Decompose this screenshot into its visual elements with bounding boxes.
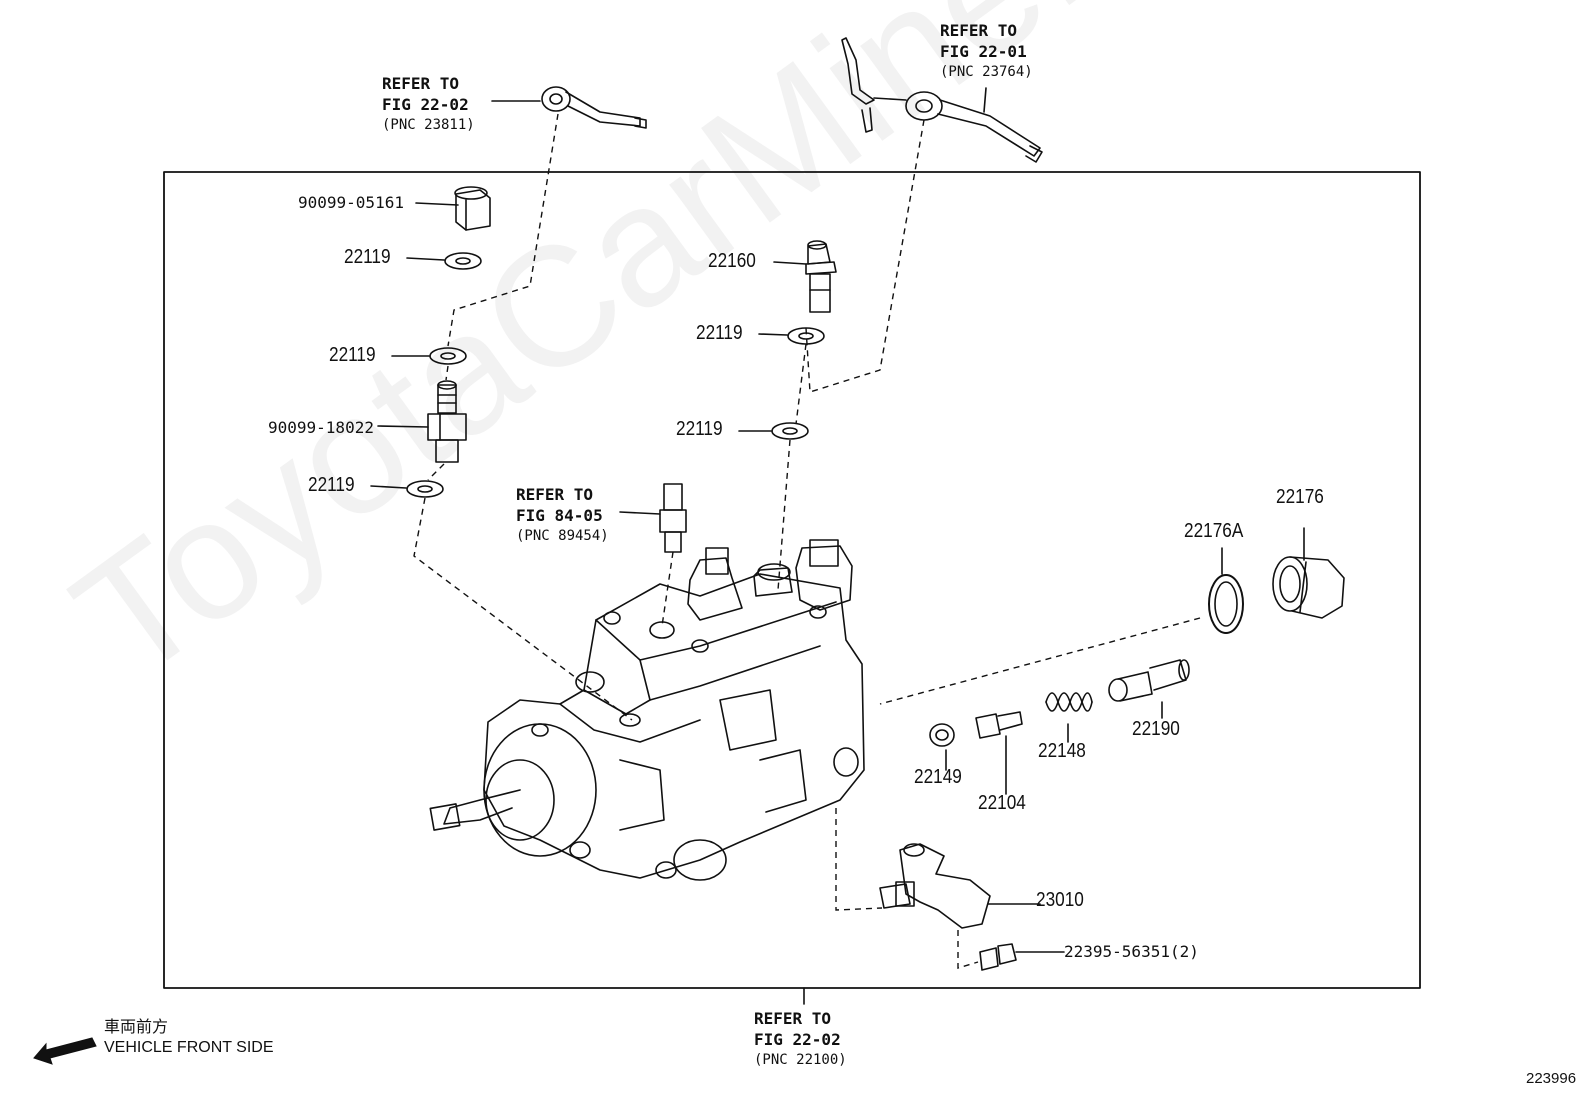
gasket-22119-b (391, 347, 467, 365)
part-label-22148[interactable]: 22148 (1038, 740, 1086, 762)
cap-nut (415, 186, 491, 231)
injection-pump-body (429, 539, 865, 881)
gasket-22119-d (758, 327, 825, 345)
ref-fig-84-05: REFER TO FIG 84-05 (PNC 89454) (516, 484, 609, 547)
part-label-23010[interactable]: 23010 (1036, 889, 1084, 911)
sleeve-22149 (929, 723, 955, 771)
piston-22104 (975, 711, 1023, 795)
part-label-22149[interactable]: 22149 (914, 766, 962, 788)
banjo-pipe-left (491, 86, 647, 129)
part-label-22176[interactable]: 22176 (1276, 486, 1324, 508)
part-label-22119-e[interactable]: 22119 (676, 418, 723, 440)
part-label-22119-c[interactable]: 22119 (308, 474, 355, 496)
ref-line-2: FIG 84-05 (516, 506, 603, 525)
ref-line-3: (PNC 23764) (940, 64, 1033, 80)
part-label-22104[interactable]: 22104 (978, 792, 1026, 814)
plug-22176 (1272, 527, 1345, 619)
gasket-22119-c (370, 480, 444, 498)
ref-fig-22-01: REFER TO FIG 22-01 (PNC 23764) (940, 20, 1033, 83)
valve-22190 (1108, 659, 1190, 719)
ref-line-2: FIG 22-02 (754, 1030, 841, 1049)
gasket-22176A (1208, 547, 1244, 634)
ref-line-1: REFER TO (516, 485, 594, 504)
ref-line-3: (PNC 23811) (382, 117, 475, 133)
ref-line-1: REFER TO (940, 21, 1018, 40)
ref-line-1: REFER TO (382, 74, 460, 93)
hollow-bolt-22160 (773, 240, 837, 313)
ref-line-3: (PNC 22100) (754, 1052, 847, 1068)
part-label-22395-56351[interactable]: 22395-56351(2) (1064, 942, 1199, 961)
timing-actuator-23010 (879, 843, 1041, 929)
part-label-22119-b[interactable]: 22119 (329, 344, 376, 366)
ref-line-3: (PNC 89454) (516, 528, 609, 544)
figure-id: 223996 (1526, 1070, 1577, 1087)
vehicle-front-english: VEHICLE FRONT SIDE (104, 1039, 274, 1056)
ref-fig-22-02-bottom: REFER TO FIG 22-02 (PNC 22100) (754, 1008, 847, 1071)
front-arrow (33, 1037, 97, 1065)
part-label-90099-05161[interactable]: 90099-05161 (298, 193, 404, 212)
union-bolt (377, 380, 467, 463)
part-label-22119-d[interactable]: 22119 (696, 322, 743, 344)
spring-22148 (1045, 692, 1093, 743)
diagram-frame (163, 171, 1421, 989)
ref-line-2: FIG 22-01 (940, 42, 1027, 61)
part-label-90099-18022[interactable]: 90099-18022 (268, 418, 374, 437)
ref-fig-22-02-top: REFER TO FIG 22-02 (PNC 23811) (382, 73, 475, 136)
ref-line-2: FIG 22-02 (382, 95, 469, 114)
vehicle-front-label: 車両前方 VEHICLE FRONT SIDE (104, 1018, 274, 1058)
part-label-22176A[interactable]: 22176A (1184, 520, 1244, 542)
bolt-22395 (979, 943, 1065, 971)
ref-line-1: REFER TO (754, 1009, 832, 1028)
vehicle-front-japanese: 車両前方 (104, 1019, 169, 1036)
part-label-22190[interactable]: 22190 (1132, 718, 1180, 740)
gasket-22119-a (406, 252, 482, 270)
part-label-22160[interactable]: 22160 (708, 250, 756, 272)
sensor-connector (619, 483, 687, 553)
part-label-22119-a[interactable]: 22119 (344, 246, 391, 268)
gasket-22119-e (738, 422, 809, 440)
